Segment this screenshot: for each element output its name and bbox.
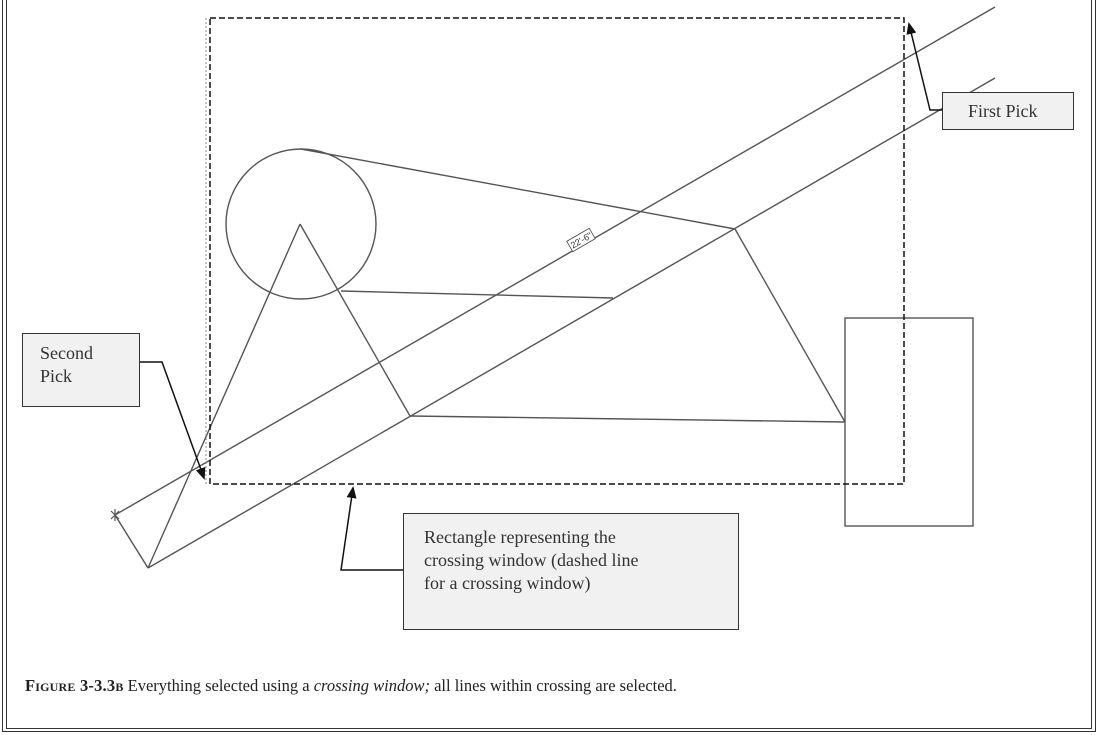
crossing-label-line2: crossing window (dashed line xyxy=(424,550,639,570)
triangle-left-side xyxy=(147,223,301,569)
second-pick-label-line1: Second xyxy=(40,343,93,363)
caption-text-after: all lines within crossing are selected. xyxy=(429,676,677,695)
crossing-window-leader xyxy=(340,486,403,571)
second-pick-callout: Second Pick xyxy=(22,333,140,407)
line-right-diagonal xyxy=(734,228,846,423)
caption-emphasis: crossing window; xyxy=(313,676,430,695)
second-pick-leader xyxy=(140,361,206,480)
line-bottom-horizontal xyxy=(409,415,846,423)
first-pick-label: First Pick xyxy=(968,101,1038,121)
side-rectangle xyxy=(844,317,974,527)
first-pick-leader xyxy=(906,22,942,111)
parallel-line-lower xyxy=(147,77,996,569)
end-cap-line xyxy=(114,514,149,569)
line-circle-to-midpoint xyxy=(340,290,614,299)
first-pick-callout: First Pick xyxy=(942,92,1074,130)
crossing-window-callout: Rectangle representing the crossing wind… xyxy=(403,513,739,630)
circle-shape xyxy=(225,148,377,300)
caption-text-before: Everything selected using a xyxy=(123,676,314,695)
figure-caption: Figure 3-3.3b Everything selected using … xyxy=(25,676,1085,696)
crossing-label-line3: for a crossing window) xyxy=(424,573,591,593)
figure-border-inner xyxy=(6,0,1092,729)
tangent-line-upper xyxy=(300,148,736,230)
crossing-window xyxy=(205,17,905,485)
endpoint-marker xyxy=(110,509,120,521)
second-pick-label-line2: Pick xyxy=(40,366,73,386)
triangle-right-side xyxy=(299,223,411,417)
dimension-label: 22'-6" xyxy=(566,227,596,253)
figure-label: Figure 3-3.3b xyxy=(25,676,124,695)
crossing-label-line1: Rectangle representing the xyxy=(424,527,616,547)
parallel-line-upper xyxy=(114,6,996,516)
